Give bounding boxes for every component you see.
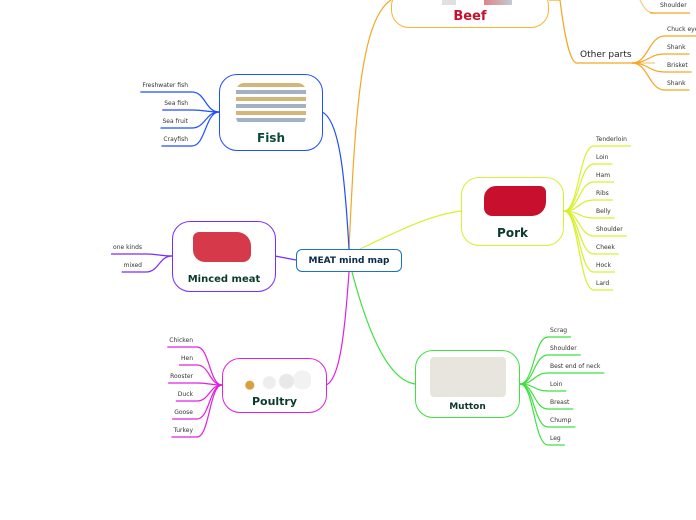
leaf-connector	[167, 346, 223, 386]
mutton-leaf[interactable]: Shoulder	[550, 345, 577, 352]
minced-meat-title: Minced meat	[187, 274, 261, 285]
minced-leaf[interactable]: mixed	[123, 262, 142, 269]
leaf-connector	[121, 255, 173, 273]
fish-title: Fish	[257, 131, 285, 145]
leaf-connector	[631, 35, 696, 64]
poultry-leaf[interactable]: Goose	[174, 409, 193, 416]
pork-leaf[interactable]: Ribs	[596, 190, 609, 197]
beef-node[interactable]: Beef	[391, 0, 549, 28]
leaf-connector	[563, 163, 613, 212]
mutton-leaf[interactable]: Best end of neck	[550, 363, 601, 370]
poultry-leaf[interactable]: Duck	[177, 391, 193, 398]
fish-leaf[interactable]: Sea fruit	[162, 118, 189, 125]
leaf-connector	[161, 111, 220, 147]
poultry-image	[239, 367, 311, 393]
central-topic[interactable]: MEAT mind map	[296, 249, 402, 272]
leaf-connector	[563, 210, 614, 291]
pork-leaf[interactable]: Ham	[596, 172, 611, 179]
fish-leaf[interactable]: Crayfish	[163, 136, 188, 143]
mutton-leaf[interactable]: Chump	[550, 417, 572, 424]
mutton-title: Mutton	[449, 402, 486, 412]
fish-image	[236, 83, 306, 125]
fish-leaf[interactable]: Sea fish	[164, 100, 188, 107]
pork-leaf[interactable]: Shoulder	[596, 226, 623, 233]
mutton-leaf[interactable]: Leg	[550, 435, 561, 442]
pork-leaf[interactable]: Lard	[596, 280, 610, 287]
pork-leaf[interactable]: Loin	[596, 154, 609, 161]
pork-image	[484, 186, 546, 216]
beef-other-parts-leaf[interactable]: Shank	[667, 44, 686, 51]
leaf-connector	[171, 384, 223, 438]
beef-other-parts-leaf[interactable]: Shank	[667, 80, 686, 87]
leaf-connector	[519, 383, 565, 446]
pork-title: Pork	[497, 226, 528, 240]
minced-meat-node[interactable]: Minced meat	[172, 221, 276, 292]
leaf-connector	[631, 62, 690, 91]
beef-title: Beef	[453, 9, 487, 24]
leaf-connector	[162, 109, 220, 113]
leaf-connector	[168, 382, 223, 386]
poultry-title: Poultry	[251, 395, 298, 408]
fish-node[interactable]: Fish	[219, 74, 323, 151]
fish-leaf[interactable]: Freshwater fish	[142, 82, 188, 89]
pork-leaf[interactable]: Belly	[596, 208, 611, 215]
mutton-leaf[interactable]: Scrag	[550, 327, 568, 334]
leaf-connector	[111, 253, 173, 257]
poultry-leaf[interactable]: Rooster	[170, 373, 193, 380]
beef-other-parts-leaf[interactable]: Brisket	[667, 62, 688, 69]
mutton-leaf[interactable]: Breast	[550, 399, 570, 406]
mutton-image	[430, 357, 506, 397]
pork-leaf[interactable]: Cheek	[596, 244, 615, 251]
other-parts-label[interactable]: Other parts	[580, 50, 632, 60]
minced-leaf[interactable]: one kinds	[113, 244, 142, 251]
poultry-node[interactable]: Poultry	[222, 358, 327, 413]
beef-image	[442, 0, 512, 5]
pork-node[interactable]: Pork	[461, 177, 564, 246]
poultry-leaf[interactable]: Hen	[180, 355, 193, 362]
poultry-leaf[interactable]: Chicken	[169, 337, 193, 344]
pork-leaf[interactable]: Tenderloin	[596, 136, 627, 143]
mutton-node[interactable]: Mutton	[415, 350, 520, 418]
mutton-leaf[interactable]: Loin	[550, 381, 563, 388]
beef-other-parts-leaf[interactable]: Chuck eye	[667, 26, 696, 33]
minced-meat-image	[193, 232, 251, 262]
pork-leaf[interactable]: Hock	[596, 262, 611, 269]
beef-leaf-shoulder[interactable]: Shoulder	[660, 2, 687, 9]
poultry-leaf[interactable]: Turkey	[173, 427, 193, 434]
